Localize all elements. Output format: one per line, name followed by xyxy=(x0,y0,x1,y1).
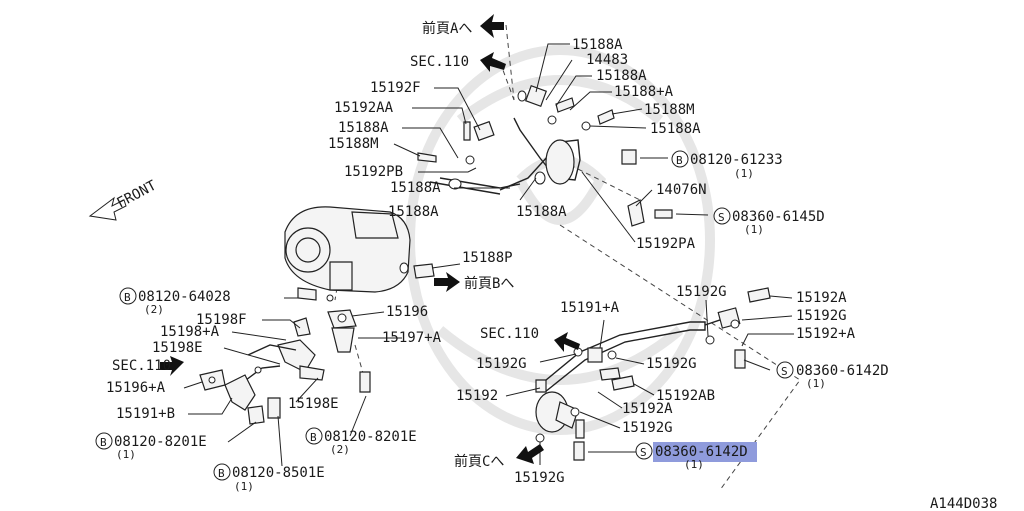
doc-code: A144D038 xyxy=(930,496,997,511)
label-prev-c: 前頁Cへ xyxy=(454,453,504,470)
fastener-code: 08360-6142D xyxy=(655,444,748,460)
arrow-front xyxy=(88,196,127,221)
part-label: 15188M xyxy=(328,136,379,152)
label-prev-b: 前頁Bへ xyxy=(464,275,514,292)
fastener-qty: (1) xyxy=(234,480,254,493)
left-pipe-assembly xyxy=(199,287,371,425)
part-label: 15198F xyxy=(196,312,247,328)
part-label: 15192F xyxy=(370,80,421,96)
part-label: 15192+A xyxy=(796,326,856,342)
part-label: 15191+A xyxy=(560,300,620,316)
fastener-code: 08120-8201E xyxy=(114,434,207,450)
fastener-code: 08120-64028 xyxy=(138,289,231,305)
part-label: 15192G xyxy=(514,470,565,486)
part-label: 15198E xyxy=(288,396,339,412)
turbocharger-body xyxy=(284,206,411,293)
label-prev-a: 前頁Aへ xyxy=(422,20,472,37)
part-label: 15192G xyxy=(622,420,673,436)
part-label: 15188A xyxy=(650,121,701,137)
part-label: 15196 xyxy=(386,304,428,320)
part-label: 15192AA xyxy=(334,100,394,116)
fastener-qty: (1) xyxy=(734,167,754,180)
fastener-mark: B xyxy=(676,154,683,167)
direction-arrows xyxy=(88,14,580,464)
fastener-mark: B xyxy=(310,431,317,444)
oil-feed-pipe xyxy=(399,84,673,279)
highlight-box xyxy=(653,442,757,462)
part-label: 15192PA xyxy=(636,236,696,252)
part-label: 15192PB xyxy=(344,164,403,180)
arrow-labels: 前頁Aへ SEC.110 前頁Bへ SEC.110 SEC.110 前頁Cへ F… xyxy=(112,20,997,511)
part-label: 15188A xyxy=(516,204,567,220)
part-label: 15198E xyxy=(152,340,203,356)
fastener-mark: B xyxy=(124,291,131,304)
fastener-marks xyxy=(95,150,794,481)
part-label: 15192 xyxy=(456,388,498,404)
part-label: 15188+A xyxy=(614,84,674,100)
part-label: 15191+B xyxy=(116,406,175,422)
arrow-sec-left xyxy=(160,356,184,376)
fastener-code: 08120-61233 xyxy=(690,152,783,168)
part-label: 15188M xyxy=(644,102,695,118)
fastener-mark: B xyxy=(100,436,107,449)
label-sec-top: SEC.110 xyxy=(410,54,469,70)
part-label: 15188A xyxy=(388,204,439,220)
part-label: 14483 xyxy=(586,52,628,68)
part-label: 15198+A xyxy=(160,324,220,340)
fastener-mark: S xyxy=(718,211,725,224)
part-label: 15192A xyxy=(796,290,847,306)
part-label: 15192G xyxy=(676,284,727,300)
fastener-qty: (1) xyxy=(806,377,826,390)
fastener-qty: (1) xyxy=(744,223,764,236)
arrow-prev-a xyxy=(480,14,504,38)
fastener-qty: (2) xyxy=(330,443,350,456)
label-sec-left: SEC.110 xyxy=(112,358,171,374)
arrow-sec-mid xyxy=(554,332,580,352)
part-label: 15188A xyxy=(338,120,389,136)
fastener-code: 08120-8501E xyxy=(232,465,325,481)
fastener-code: 08120-8201E xyxy=(324,429,417,445)
fastener-labels: B 08120-61233 (1) S 08360-6145D (1) B 08… xyxy=(100,152,889,493)
leader-lines xyxy=(183,43,794,467)
fastener-mark: B xyxy=(218,467,225,480)
part-label: 15192G xyxy=(796,308,847,324)
fastener-mark: S xyxy=(781,365,788,378)
part-label: 14076N xyxy=(656,182,707,198)
fastener-mark: S xyxy=(640,446,647,459)
part-label: 15188P xyxy=(462,250,513,266)
part-label: 15192G xyxy=(646,356,697,372)
fastener-code: 08360-6145D xyxy=(732,209,825,225)
fastener-code: 08360-6142D xyxy=(796,363,889,379)
label-front: FRONT xyxy=(114,177,159,211)
part-labels: 15188A 14483 15188A 15188+A 15188M 15188… xyxy=(106,37,856,486)
part-label: 15192A xyxy=(622,401,673,417)
part-label: 15196+A xyxy=(106,380,166,396)
arrow-prev-b xyxy=(434,272,460,292)
part-label: 15197+A xyxy=(382,330,442,346)
part-label: 15188A xyxy=(596,68,647,84)
arrow-prev-c xyxy=(516,444,544,464)
fastener-qty: (2) xyxy=(144,303,164,316)
lower-pipe-assembly xyxy=(535,287,771,461)
fastener-qty: (1) xyxy=(116,448,136,461)
part-label: 15192G xyxy=(476,356,527,372)
arrow-sec-top xyxy=(480,52,506,72)
part-label: 15188A xyxy=(572,37,623,53)
part-label: 15188A xyxy=(390,180,441,196)
label-sec-mid: SEC.110 xyxy=(480,326,539,342)
part-label: 15192AB xyxy=(656,388,715,404)
fastener-qty: (1) xyxy=(684,458,704,471)
